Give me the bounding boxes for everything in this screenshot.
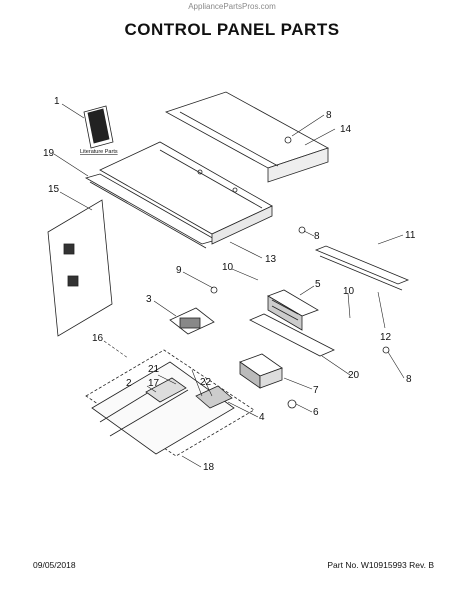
callout-2: 2 xyxy=(126,378,132,389)
control-panel-cover xyxy=(165,91,329,183)
small-components xyxy=(145,136,390,409)
callout-labels: 1 2 3 4 5 6 7 8 8 8 9 10 10 11 12 13 14 … xyxy=(43,96,416,473)
callout-20: 20 xyxy=(348,370,360,381)
right-bracket xyxy=(314,245,410,291)
callout-14: 14 xyxy=(340,124,352,135)
front-control-assembly xyxy=(85,349,255,457)
callout-8: 8 xyxy=(326,110,332,121)
rear-panel xyxy=(47,199,113,337)
cooling-fan xyxy=(267,289,319,331)
callout-8b: 8 xyxy=(314,231,320,242)
callout-16: 16 xyxy=(92,333,104,344)
callout-10b: 10 xyxy=(343,286,355,297)
callout-7: 7 xyxy=(313,385,319,396)
fan-base-plate xyxy=(249,313,335,357)
callout-9: 9 xyxy=(176,265,182,276)
control-board xyxy=(169,307,215,335)
callout-6: 6 xyxy=(313,407,319,418)
callout-10: 10 xyxy=(222,262,234,273)
callout-5: 5 xyxy=(315,279,321,290)
callout-4: 4 xyxy=(259,412,265,423)
callout-15: 15 xyxy=(48,184,60,195)
callout-1: 1 xyxy=(54,96,60,107)
footer-date: 09/05/2018 xyxy=(33,560,76,570)
callout-18: 18 xyxy=(203,462,215,473)
page-title: CONTROL PANEL PARTS xyxy=(124,20,340,39)
watermark: AppliancePartsPros.com xyxy=(188,2,276,11)
control-panel-tray xyxy=(99,141,273,245)
footer-part-number: Part No. W10915993 Rev. B xyxy=(327,560,434,570)
callout-3: 3 xyxy=(146,294,152,305)
literature-parts-label: Literature Parts xyxy=(80,149,118,155)
callout-19: 19 xyxy=(43,148,55,159)
callout-17: 17 xyxy=(148,378,160,389)
literature-booklet xyxy=(83,105,114,149)
callout-12: 12 xyxy=(380,332,392,343)
callout-21: 21 xyxy=(148,364,160,375)
transformer xyxy=(239,353,283,389)
callout-8c: 8 xyxy=(406,374,412,385)
callout-11: 11 xyxy=(405,230,416,241)
callout-22: 22 xyxy=(200,377,212,388)
callout-13: 13 xyxy=(265,254,277,265)
